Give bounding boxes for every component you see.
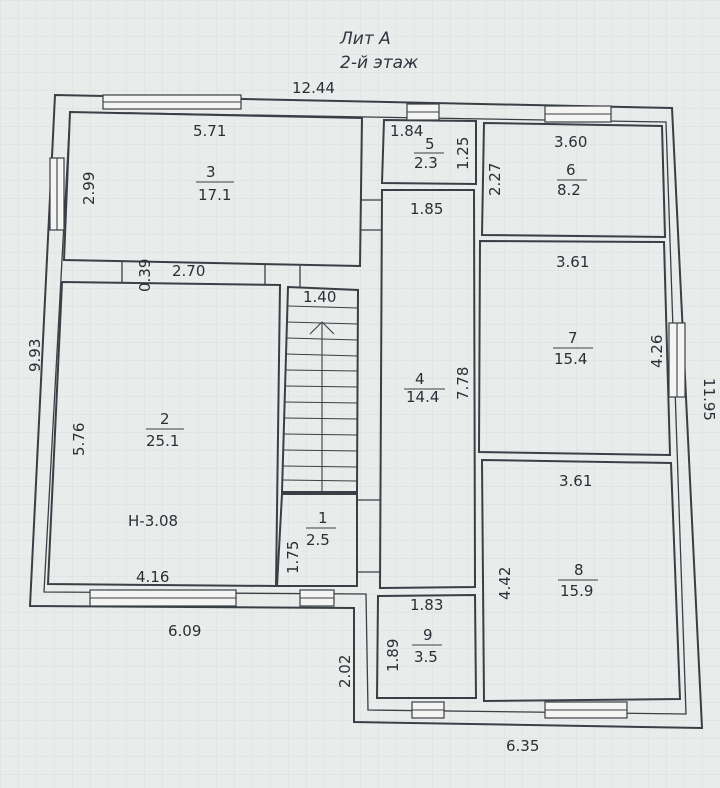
room-2-number: 2	[160, 410, 170, 428]
room-1-number: 1	[318, 509, 328, 527]
floor-label: 2-й этаж	[340, 53, 419, 73]
room-1-area: 2.5	[306, 531, 330, 549]
room-8-area: 15.9	[560, 582, 593, 600]
room-5-width: 1.84	[390, 122, 423, 140]
room-7-height: 4.26	[648, 335, 666, 368]
dim-bottom-left: 6.09	[168, 622, 201, 640]
room-6	[480, 121, 667, 239]
room-8-width: 3.61	[559, 472, 592, 490]
windows	[49, 94, 686, 719]
room-6-height: 2.27	[486, 163, 504, 196]
room-3-area: 17.1	[198, 186, 231, 204]
room-7-width: 3.61	[556, 253, 589, 271]
room-1-height: 1.75	[284, 541, 302, 574]
room-4-area: 14.4	[406, 388, 439, 406]
corridor-length: 2.70	[172, 262, 205, 280]
room-8-height: 4.42	[496, 567, 514, 600]
corridor-depth: 0.39	[136, 259, 154, 292]
room-7-number: 7	[568, 329, 578, 347]
stair-steps	[282, 305, 359, 492]
room-6-area: 8.2	[557, 181, 581, 199]
room-2-height: 5.76	[70, 423, 88, 456]
dim-top-width: 12.44	[292, 79, 335, 97]
room-2-width: 4.16	[136, 568, 169, 586]
room-9-number: 9	[423, 626, 433, 644]
dim-left-height: 9.93	[26, 339, 44, 372]
height-mark: Н-3.08	[128, 512, 178, 530]
room-5	[380, 118, 477, 186]
room-2-area: 25.1	[146, 432, 179, 450]
room-9-area: 3.5	[414, 648, 438, 666]
stair-block	[280, 285, 360, 493]
inner-wall-contour	[43, 111, 687, 715]
outer-wall	[28, 93, 704, 730]
room-9	[375, 593, 478, 699]
room-7	[477, 239, 672, 457]
room-5-number: 5	[425, 135, 435, 153]
room-4-width: 1.85	[410, 200, 443, 218]
room-5-area: 2.3	[414, 154, 438, 172]
room-3	[62, 110, 364, 268]
room-3-width: 5.71	[193, 122, 226, 140]
dim-bottom-right: 6.35	[506, 737, 539, 755]
plan-title: Лит А	[339, 29, 391, 49]
dim-step: 2.02	[336, 655, 354, 688]
room-8	[480, 458, 682, 703]
room-1	[275, 493, 358, 587]
stair-width: 1.40	[303, 288, 336, 306]
room-6-width: 3.60	[554, 133, 587, 151]
room-8-number: 8	[574, 561, 584, 579]
room-9-width: 1.83	[410, 596, 443, 614]
room-4	[378, 189, 477, 590]
room-3-number: 3	[206, 163, 216, 181]
room-9-height: 1.89	[384, 639, 402, 672]
room-7-area: 15.4	[554, 350, 587, 368]
room-4-height: 7.78	[454, 367, 472, 400]
room-4-number: 4	[415, 370, 425, 388]
dim-right-height: 11.95	[700, 378, 718, 421]
room-6-number: 6	[566, 161, 576, 179]
room-3-height: 2.99	[80, 172, 98, 205]
room-5-height: 1.25	[454, 137, 472, 170]
